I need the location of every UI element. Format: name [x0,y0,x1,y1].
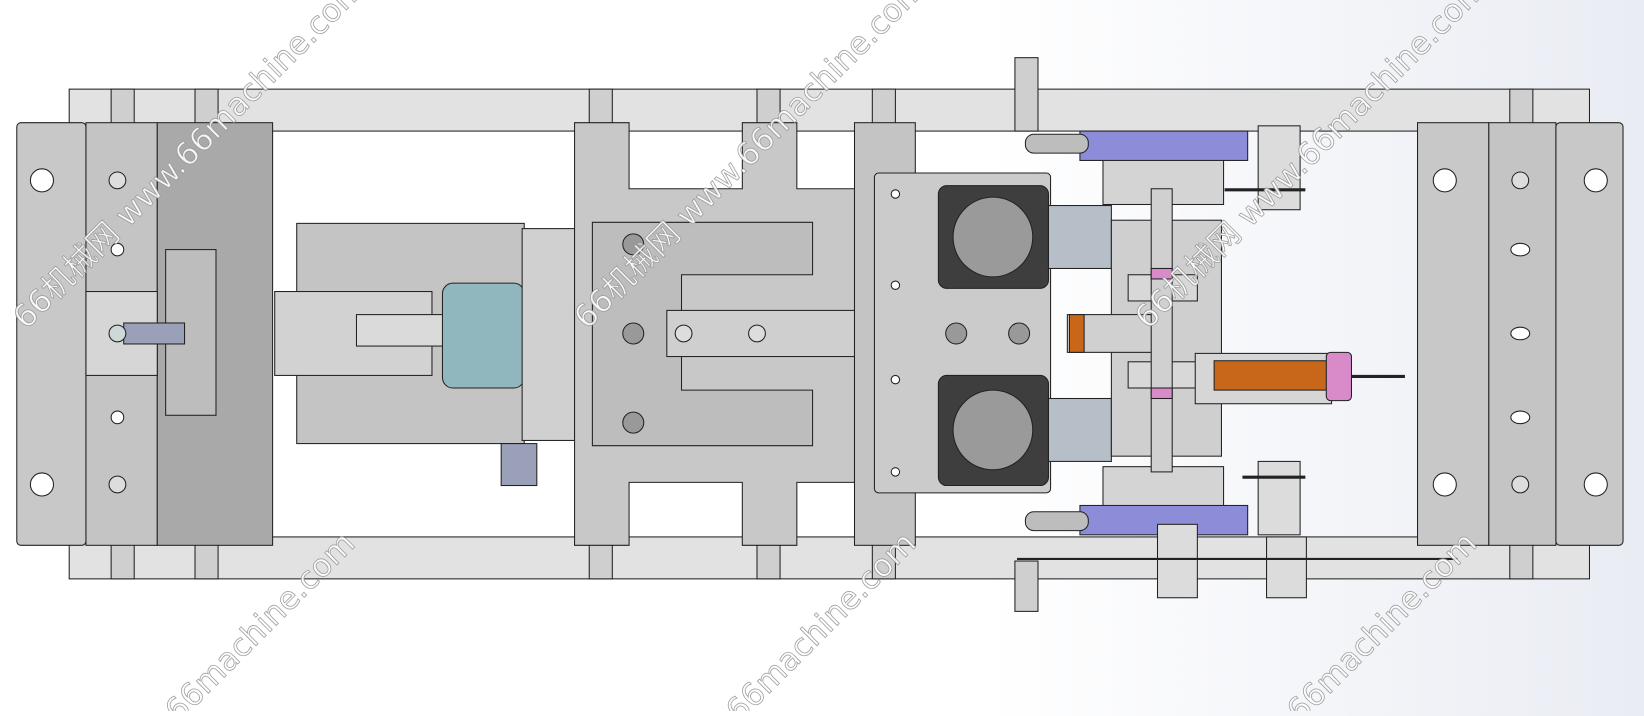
right-end-block [1417,122,1624,546]
cylinder-mount-plate [853,122,1112,546]
air-cylinder-bottom [937,374,1112,487]
clevis-assembly [274,222,576,487]
right-mechanism [1014,57,1458,612]
central-h-plate [574,122,878,546]
frame-rails [68,88,1591,580]
air-cylinder-top [937,185,1112,289]
left-end-block [16,122,274,546]
